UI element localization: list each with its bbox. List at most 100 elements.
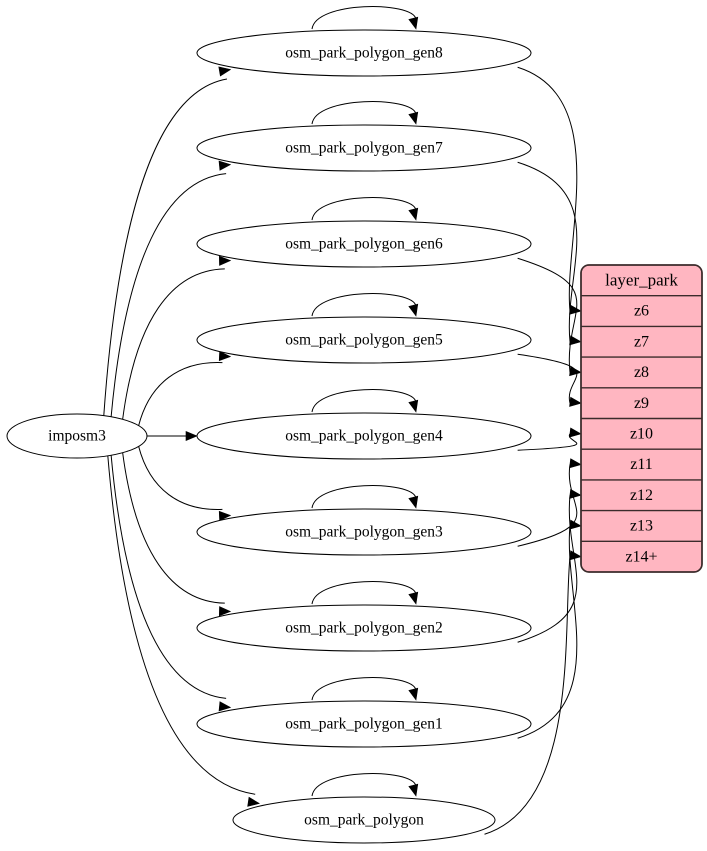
node-gen4-shape bbox=[196, 412, 532, 460]
node-gen1-shape bbox=[196, 700, 532, 748]
node-gen2[interactable]: osm_park_polygon_gen2 bbox=[196, 604, 532, 652]
node-base-shape bbox=[232, 796, 496, 844]
node-gen2-label: osm_park_polygon_gen2 bbox=[285, 620, 443, 637]
edge-imposm3-to-gen2 bbox=[122, 452, 225, 604]
edge-imposm3-to-gen1 bbox=[110, 454, 227, 699]
node-gen6-label: osm_park_polygon_gen6 bbox=[285, 236, 443, 253]
edge-base-to-z14+ bbox=[484, 556, 571, 835]
node-gen7[interactable]: osm_park_polygon_gen7 bbox=[196, 124, 532, 172]
layer-park-row-z8[interactable]: z8 bbox=[581, 357, 702, 388]
arrowhead-gen6-to-z8 bbox=[569, 366, 582, 377]
selfloop-gen3 bbox=[311, 485, 417, 509]
arrowhead-selfloop-gen3 bbox=[408, 495, 419, 509]
layer-park-row-label-z9: z9 bbox=[634, 395, 649, 412]
arrowhead-selfloop-gen8 bbox=[408, 16, 419, 30]
node-gen5-shape bbox=[196, 316, 532, 364]
arrowhead-imposm3-to-gen8 bbox=[218, 66, 232, 77]
edge-gen8-to-z6 bbox=[517, 66, 578, 312]
node-gen7-label: osm_park_polygon_gen7 bbox=[285, 140, 443, 157]
node-imposm3[interactable]: imposm3 bbox=[6, 413, 148, 459]
arrowhead-imposm3-to-base bbox=[247, 796, 260, 807]
node-gen4[interactable]: osm_park_polygon_gen4 bbox=[196, 412, 532, 460]
layer-park-border bbox=[580, 264, 703, 573]
edges-layer bbox=[103, 6, 582, 835]
node-base[interactable]: osm_park_polygon bbox=[232, 796, 496, 844]
layer-park-row-z7[interactable]: z7 bbox=[581, 326, 702, 357]
selfloop-gen6 bbox=[311, 197, 417, 221]
layer-park-row-label-z13: z13 bbox=[630, 518, 653, 535]
arrowhead-gen3-to-z11 bbox=[569, 458, 582, 469]
arrowhead-gen2-to-z12 bbox=[569, 488, 582, 499]
edge-imposm3-to-gen6 bbox=[122, 268, 225, 420]
arrowhead-selfloop-gen4 bbox=[408, 399, 419, 413]
edge-gen3-to-z11 bbox=[517, 464, 578, 547]
node-gen1[interactable]: osm_park_polygon_gen1 bbox=[196, 700, 532, 748]
node-base-label: osm_park_polygon bbox=[304, 812, 424, 829]
arrowhead-selfloop-gen5 bbox=[408, 303, 419, 317]
selfloop-base bbox=[311, 773, 417, 797]
edge-imposm3-to-gen5 bbox=[138, 362, 223, 427]
selfloop-gen7 bbox=[311, 101, 417, 125]
edge-imposm3-to-gen8 bbox=[103, 78, 228, 416]
arrowhead-selfloop-gen6 bbox=[408, 207, 419, 221]
layer-park-row-z12[interactable]: z12 bbox=[581, 480, 702, 511]
arrowhead-selfloop-base bbox=[408, 783, 419, 797]
arrowhead-base-to-z14+ bbox=[569, 550, 582, 561]
edge-gen1-to-z13 bbox=[517, 525, 578, 739]
layer-park-row-label-z12: z12 bbox=[630, 487, 653, 504]
layer-park-row-label-z14+: z14+ bbox=[625, 548, 657, 565]
arrowhead-selfloop-gen2 bbox=[408, 591, 419, 605]
layer-park-row-label-z7: z7 bbox=[634, 333, 649, 350]
node-gen8-shape bbox=[196, 29, 532, 77]
node-gen4-label: osm_park_polygon_gen4 bbox=[285, 428, 443, 445]
node-gen3-shape bbox=[196, 508, 532, 556]
node-gen3-label: osm_park_polygon_gen3 bbox=[285, 524, 443, 541]
selfloop-gen4 bbox=[311, 389, 417, 413]
arrowhead-selfloop-gen1 bbox=[408, 687, 419, 701]
arrowhead-gen8-to-z6 bbox=[569, 304, 582, 315]
node-gen2-shape bbox=[196, 604, 532, 652]
edge-imposm3-to-base bbox=[107, 455, 256, 795]
arrowhead-imposm3-to-gen1 bbox=[218, 701, 232, 712]
layer-park-row-z6[interactable]: z6 bbox=[581, 296, 702, 327]
nodes-layer: imposm3 osm_park_polygon_gen8 osm_park_pol… bbox=[6, 29, 532, 844]
node-gen7-shape bbox=[196, 124, 532, 172]
layer-park-row-z10[interactable]: z10 bbox=[581, 419, 702, 450]
edge-gen2-to-z12 bbox=[517, 495, 578, 643]
layer-park-row-label-z6: z6 bbox=[634, 303, 649, 320]
arrowhead-selfloop-gen7 bbox=[408, 111, 419, 125]
selfloop-gen1 bbox=[311, 677, 417, 701]
node-gen5-label: osm_park_polygon_gen5 bbox=[285, 332, 443, 349]
arrowhead-gen7-to-z7 bbox=[569, 335, 582, 346]
node-gen5[interactable]: osm_park_polygon_gen5 bbox=[196, 316, 532, 364]
arrowhead-imposm3-to-gen7 bbox=[218, 160, 232, 171]
selfloop-gen2 bbox=[311, 581, 417, 605]
selfloop-gen8 bbox=[311, 6, 417, 30]
layer-park-row-label-z8: z8 bbox=[634, 364, 649, 381]
arrowhead-imposm3-to-gen6 bbox=[218, 255, 232, 266]
node-gen3[interactable]: osm_park_polygon_gen3 bbox=[196, 508, 532, 556]
edge-imposm3-to-gen7 bbox=[110, 173, 227, 418]
selfloop-gen5 bbox=[311, 293, 417, 317]
layer-park-row-z13[interactable]: z13 bbox=[581, 511, 702, 542]
node-gen8[interactable]: osm_park_polygon_gen8 bbox=[196, 29, 532, 77]
layer-park-row-label-z11: z11 bbox=[630, 456, 653, 473]
edge-gen7-to-z7 bbox=[517, 161, 578, 342]
arrowhead-imposm3-to-gen2 bbox=[218, 606, 232, 617]
layer-park-row-z11[interactable]: z11 bbox=[581, 449, 702, 480]
node-gen1-label: osm_park_polygon_gen1 bbox=[285, 716, 443, 733]
edge-gen5-to-z9 bbox=[517, 353, 578, 404]
node-imposm3-label: imposm3 bbox=[48, 428, 106, 445]
layer-park-row-z14+[interactable]: z14+ bbox=[581, 541, 702, 572]
arrowhead-gen4-to-z10 bbox=[569, 427, 582, 438]
arrowhead-imposm3-to-gen4 bbox=[185, 430, 198, 442]
layer-park-row-z9[interactable]: z9 bbox=[581, 388, 702, 419]
edge-imposm3-to-gen3 bbox=[138, 445, 223, 510]
node-gen6[interactable]: osm_park_polygon_gen6 bbox=[196, 220, 532, 268]
node-imposm3-shape bbox=[6, 413, 148, 459]
arrowhead-imposm3-to-gen5 bbox=[218, 351, 232, 362]
arrowhead-gen5-to-z9 bbox=[569, 396, 582, 407]
